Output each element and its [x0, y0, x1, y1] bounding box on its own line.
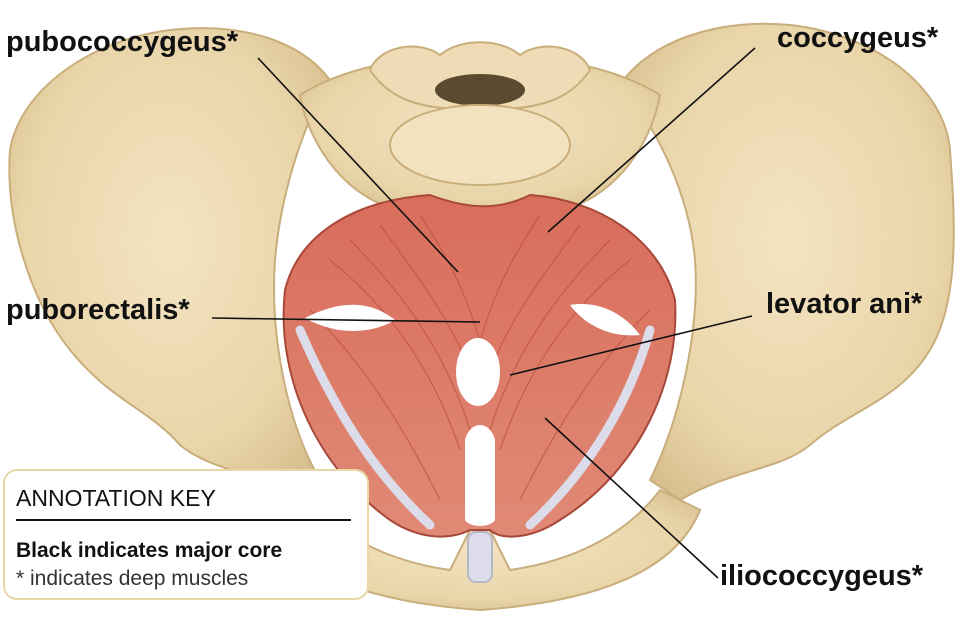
leader-levator-ani — [509, 315, 753, 376]
leader-coccygeus — [547, 47, 756, 233]
pubic-symphysis — [467, 531, 493, 583]
annotation-key: ANNOTATION KEY Black indicates major cor… — [3, 469, 369, 600]
left-gap — [305, 304, 395, 332]
right-tendinous-arch — [525, 325, 655, 530]
anal-hiatus — [456, 338, 500, 406]
annotation-key-divider — [16, 519, 351, 521]
leader-lines — [211, 47, 756, 579]
vertebral-foramen — [435, 74, 525, 106]
annotation-key-title: ANNOTATION KEY — [16, 485, 216, 511]
label-pubococcygeus: pubococcygeus* — [6, 26, 239, 58]
leader-iliococcygeus — [544, 417, 719, 579]
label-coccygeus: coccygeus* — [777, 22, 939, 54]
leader-puborectalis — [211, 317, 481, 323]
leader-pubococcygeus — [257, 57, 459, 273]
vertebral-body — [389, 104, 571, 186]
annotation-key-line1: Black indicates major core — [16, 539, 283, 562]
left-ilium — [8, 27, 332, 502]
label-puborectalis: puborectalis* — [6, 294, 190, 326]
right-gap — [570, 304, 640, 336]
right-ilium — [618, 22, 955, 502]
left-tendinous-arch — [295, 325, 435, 530]
label-iliococcygeus: iliococcygeus* — [720, 560, 924, 592]
label-levator-ani: levator ani* — [766, 288, 923, 320]
urogenital-hiatus — [465, 425, 495, 526]
annotation-key-line2: * indicates deep muscles — [16, 567, 249, 590]
